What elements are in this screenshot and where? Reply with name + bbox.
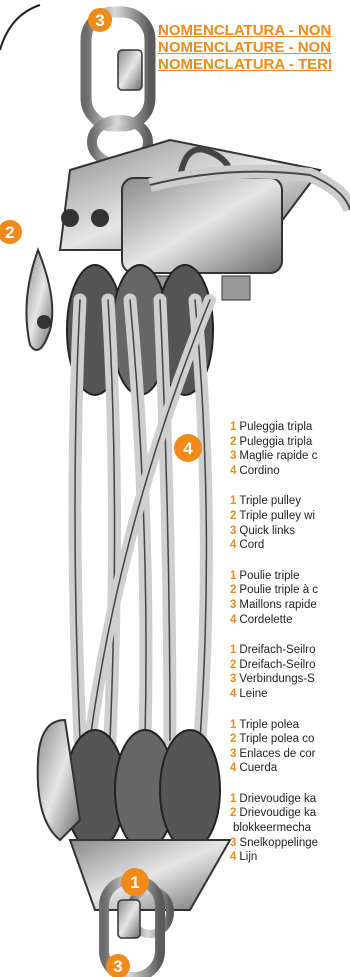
callout-quick-link-top-badge: 3 (88, 8, 112, 32)
legend-row: blokkeermecha (230, 821, 350, 836)
heading-italian: NOMENCLATURA - NON (158, 22, 350, 39)
svg-text:3: 3 (95, 11, 104, 30)
callout-cord-badge: 4 (174, 434, 202, 462)
svg-text:4: 4 (183, 439, 193, 458)
svg-text:3: 3 (113, 957, 122, 976)
locking-mechanism (122, 178, 282, 273)
heading-spanish: NOMENCLATURA - TERI (158, 56, 350, 73)
cam-lever (26, 250, 52, 350)
callout-quick-link-bottom-badge: 3 (106, 954, 130, 977)
nomenclature-headings: NOMENCLATURA - NON NOMENCLATURE - NON NO… (158, 22, 350, 73)
svg-text:1: 1 (130, 873, 139, 892)
svg-text:2: 2 (5, 223, 14, 242)
callout-pulley-locking-badge: 2 (0, 220, 22, 244)
heading-english: NOMENCLATURE - NON (158, 39, 350, 56)
callout-pulley-bottom-badge: 1 (121, 868, 149, 896)
